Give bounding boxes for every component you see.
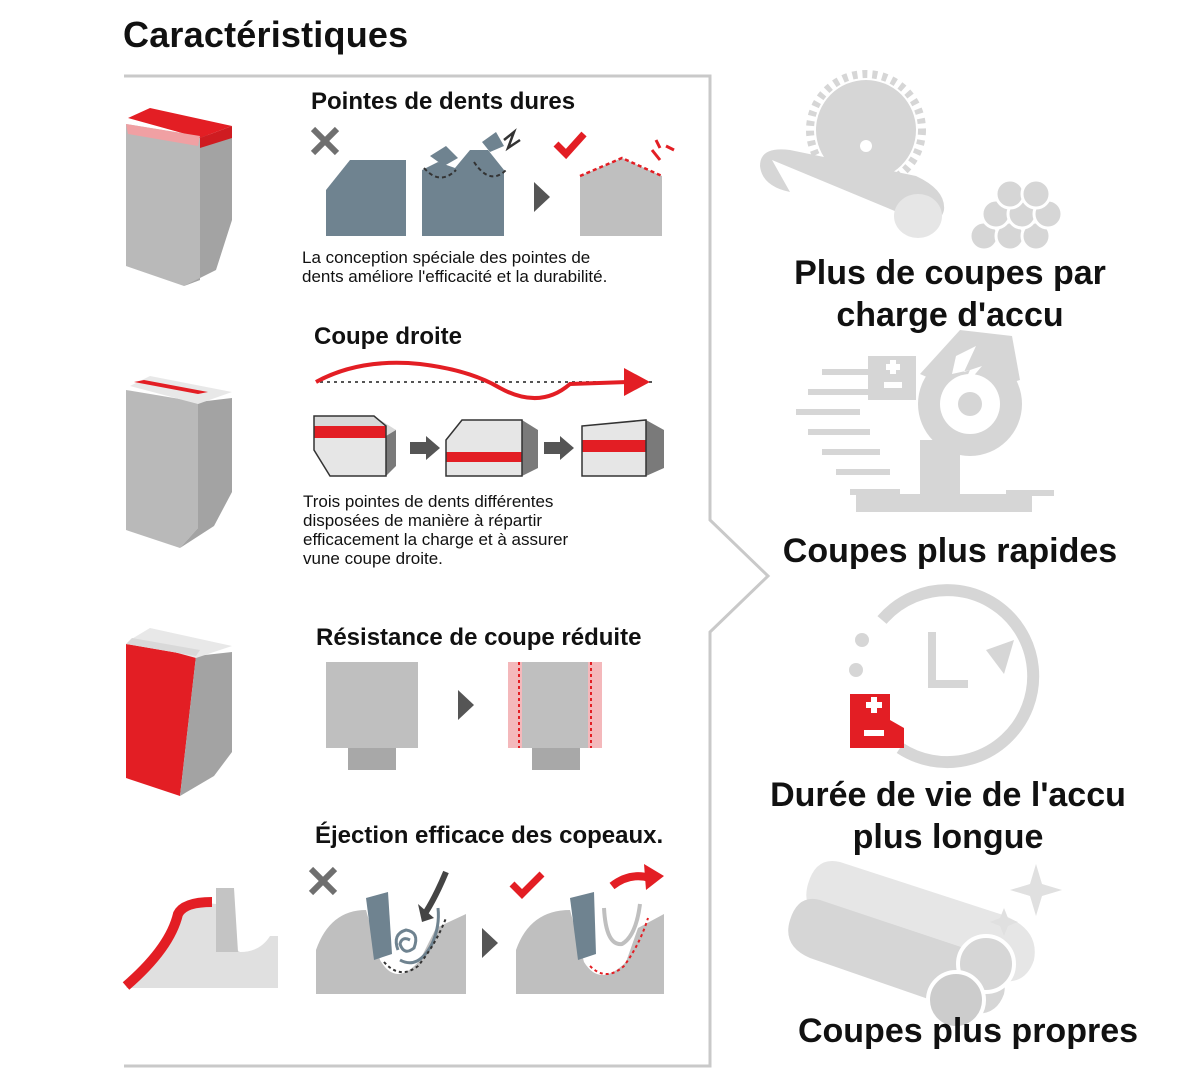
feature-title-hard-tips: Pointes de dents dures [311,88,576,115]
benefit-line: Coupes plus rapides [782,532,1118,570]
clock-battery-icon [849,584,1040,769]
tooth-block-left [313,415,396,477]
description-line: dents améliore l'efficacité et la durabi… [302,267,608,286]
description-line: vune coupe droite. [303,549,443,568]
feature-description-hard-tips: La conception spéciale des pointes de de… [302,248,607,286]
tooth-block-middle [445,419,538,477]
wide-kerf-diagram [326,662,418,770]
description-line: La conception spéciale des pointes de [302,248,591,267]
feature-title-chip-ejection: Éjection efficace des copeaux. [315,822,664,849]
benefit-line: Durée de vie de l'accu [770,776,1126,814]
tooth-thin-kerf-illustration [126,628,232,796]
tooth-hard-tip-illustration [126,108,232,286]
arrow-right-icon [534,182,550,212]
arrow-right-icon [544,436,574,460]
benefit-line: charge d'accu [836,296,1064,334]
arrow-right-icon [458,690,474,720]
clogged-gullet-diagram [316,870,466,994]
page-title: Caractéristiques [123,14,409,55]
blunt-tooth-shape [326,160,406,236]
saw-blade-and-pipes-icon [760,70,1064,252]
clean-pipes-icon [788,860,1062,1030]
tooth-block-right [581,419,664,477]
features-panel-border [124,74,771,1068]
tooth-gullet-illustration [122,888,278,990]
description-line: Trois pointes de dents différentes [303,492,554,511]
benefit-line: plus longue [852,818,1044,856]
description-line: efficacement la charge et à assurer [303,530,569,549]
feature-title-reduced-resistance: Résistance de coupe réduite [316,624,642,651]
thin-kerf-diagram [508,662,602,770]
feature-title-straight-cut: Coupe droite [314,323,462,350]
benefit-cleaner-cuts: Coupes plus propres [758,1010,1178,1052]
incorrect-x-icon [308,866,338,896]
miter-saw-icon [796,330,1054,512]
tooth-straight-cut-illustration [126,376,232,548]
description-line: disposées de manière à répartir [303,511,543,530]
incorrect-x-icon [310,126,340,156]
hard-tip-tooth-shape [579,139,675,236]
benefit-faster-cuts: Coupes plus rapides [740,530,1160,572]
benefit-line: Coupes plus propres [797,1012,1139,1050]
chipped-tooth-shape [422,128,521,236]
clear-gullet-diagram [516,864,664,994]
arrow-right-icon [410,436,440,460]
feature-description-straight-cut: Trois pointes de dents différentes dispo… [303,492,568,568]
cut-path-diagram [315,360,655,401]
check-mark-icon [553,131,587,160]
arrow-right-icon [482,928,498,958]
check-mark-icon [509,871,545,899]
benefit-longer-battery: Durée de vie de l'accu plus longue [738,774,1158,858]
benefit-line: Plus de coupes par [794,254,1106,292]
benefit-more-cuts: Plus de coupes par charge d'accu [740,252,1160,336]
